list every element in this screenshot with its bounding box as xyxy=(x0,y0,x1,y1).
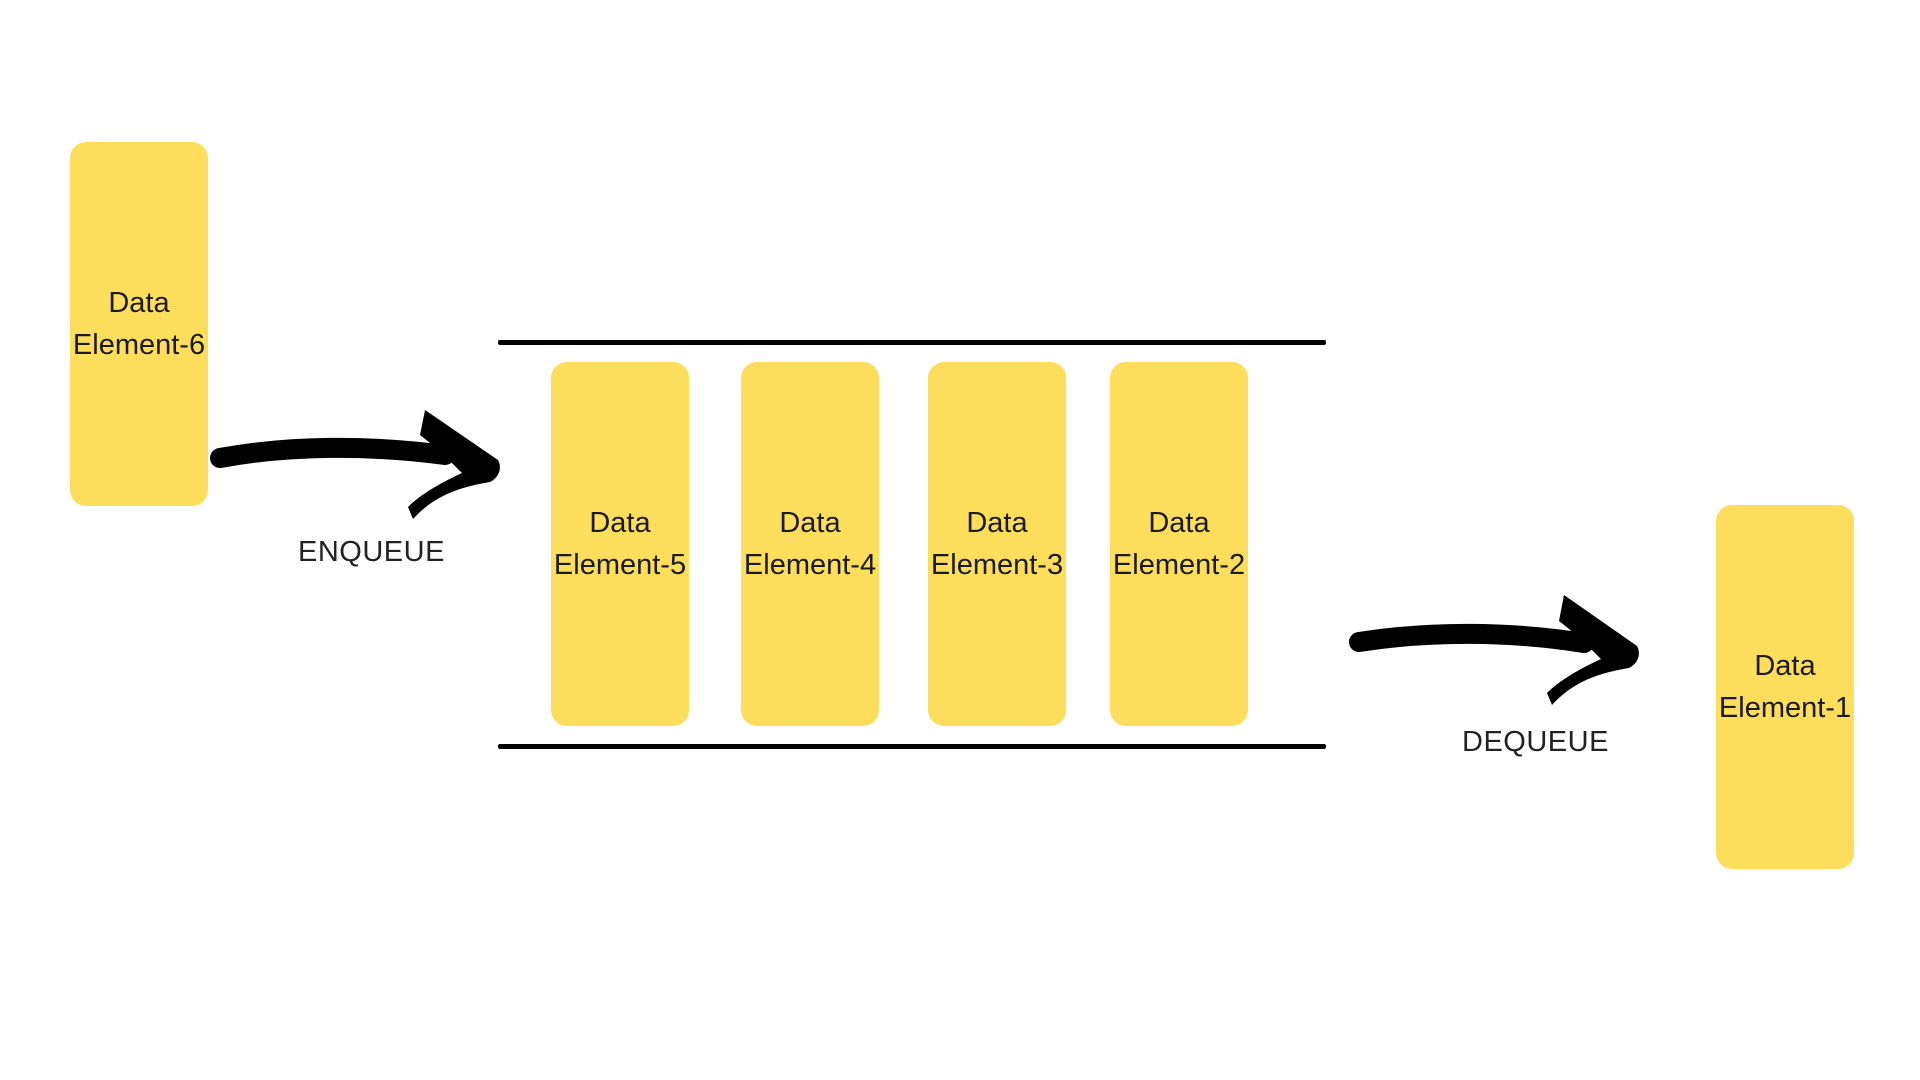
enqueue-arrow-icon xyxy=(210,410,500,519)
incoming-element-line1: Data xyxy=(108,287,170,319)
incoming-element-line2: Element-6 xyxy=(72,329,206,361)
queue-top-rail xyxy=(498,340,1326,345)
outgoing-element: Data Element-1 xyxy=(1716,505,1854,869)
dequeue-arrow-icon xyxy=(1349,595,1639,705)
enqueue-label: ENQUEUE xyxy=(298,536,445,568)
queue-element: Data Element-2 xyxy=(1110,362,1248,726)
queue-bottom-rail xyxy=(498,744,1326,749)
queue-element-line2: Element-2 xyxy=(1112,549,1246,581)
queue-element-line1: Data xyxy=(966,507,1028,539)
queue-element-line1: Data xyxy=(1148,507,1210,539)
queue-element-line2: Element-4 xyxy=(743,549,877,581)
dequeue-label: DEQUEUE xyxy=(1462,726,1609,758)
queue-element-line1: Data xyxy=(779,507,841,539)
queue-element: Data Element-5 xyxy=(551,362,689,726)
queue-element: Data Element-4 xyxy=(741,362,879,726)
queue-element: Data Element-3 xyxy=(928,362,1066,726)
incoming-element: Data Element-6 xyxy=(70,142,208,506)
queue-element-line1: Data xyxy=(589,507,651,539)
outgoing-element-line2: Element-1 xyxy=(1718,692,1852,724)
queue-element-line2: Element-5 xyxy=(553,549,687,581)
outgoing-element-line1: Data xyxy=(1754,650,1816,682)
queue-element-line2: Element-3 xyxy=(930,549,1064,581)
